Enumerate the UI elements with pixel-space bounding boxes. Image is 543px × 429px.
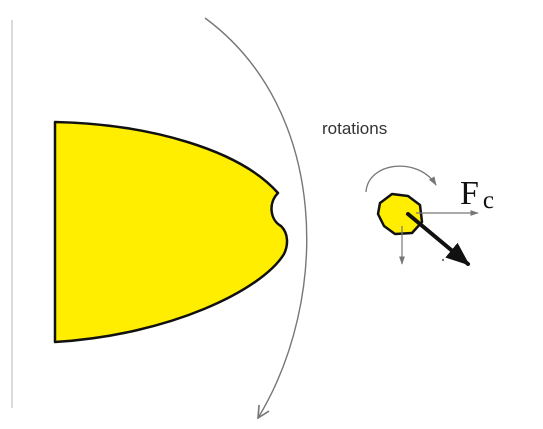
rotation-label: rotations	[322, 119, 387, 138]
small-rotation-arrow	[366, 166, 436, 192]
resultant-force-arrow	[408, 214, 468, 264]
small-particle-shape	[378, 194, 422, 234]
force-subscript: c	[483, 187, 494, 214]
large-body-shape	[55, 122, 287, 342]
force-symbol: F	[460, 175, 479, 212]
small-dot	[442, 259, 444, 261]
force-label: F c	[460, 175, 494, 214]
